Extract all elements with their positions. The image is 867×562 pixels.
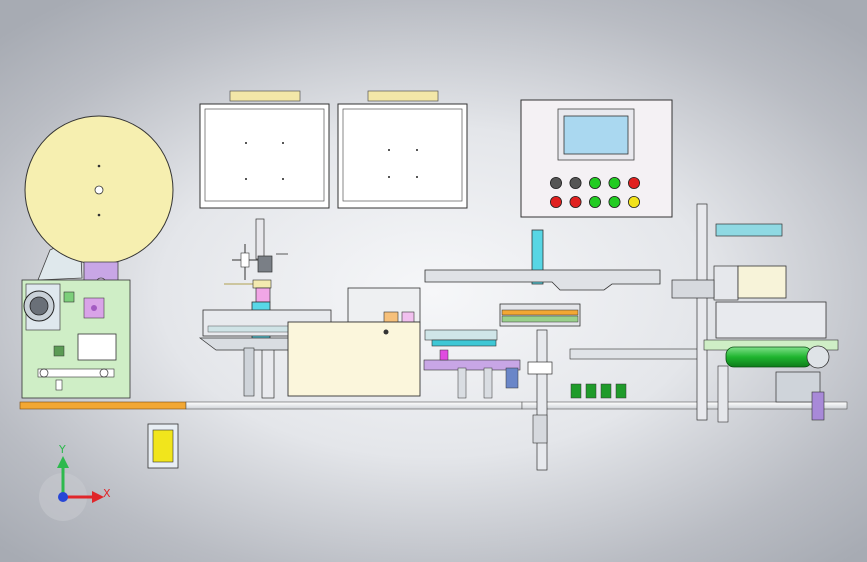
cabinet-box bbox=[287, 287, 421, 397]
hmi-button-top-5 bbox=[628, 176, 641, 189]
hmi-button-bottom-2 bbox=[569, 195, 582, 208]
hmi-button-bottom-3 bbox=[589, 195, 602, 208]
film-reel bbox=[24, 115, 174, 281]
hmi-button-bottom-1 bbox=[550, 195, 563, 208]
hmi-button-bottom-4 bbox=[608, 195, 621, 208]
axis-triad-icon bbox=[39, 456, 104, 521]
base-plate bbox=[19, 401, 848, 410]
center-mechanism bbox=[423, 229, 699, 471]
hmi-control-panel bbox=[520, 99, 673, 218]
monitor-left bbox=[199, 90, 330, 209]
hmi-button-top-4 bbox=[608, 176, 621, 189]
hmi-button-top-1 bbox=[550, 176, 563, 189]
hmi-button-top-3 bbox=[589, 176, 602, 189]
sensor-box bbox=[147, 423, 179, 469]
hmi-button-group bbox=[550, 176, 641, 208]
monitor-right bbox=[337, 90, 468, 209]
hmi-button-top-2 bbox=[569, 176, 582, 189]
axis-x-label: X bbox=[103, 487, 111, 500]
right-module bbox=[671, 203, 839, 423]
axis-y-label: Y bbox=[59, 443, 66, 456]
camera-assembly bbox=[224, 218, 288, 399]
unwinder-frame bbox=[21, 261, 131, 399]
hmi-button-bottom-5 bbox=[628, 195, 641, 208]
